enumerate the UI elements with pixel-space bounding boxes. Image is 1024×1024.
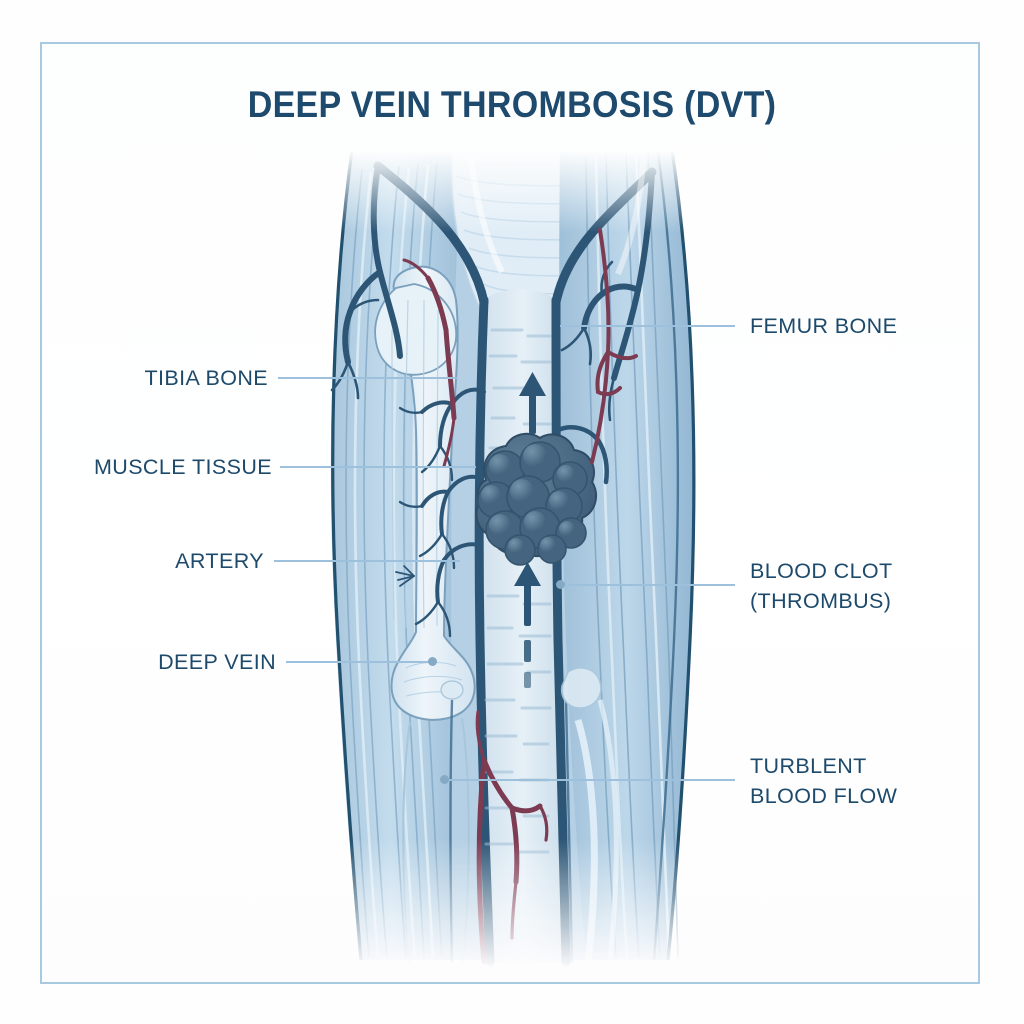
label-artery: ARTERY [0,546,264,576]
leader-line-artery [274,560,460,562]
label-femur-bone: FEMUR BONE [750,311,897,341]
label-blood-clot: BLOOD CLOT (THROMBUS) [750,556,893,616]
leader-dot-blood-clot [556,580,565,589]
label-muscle-tissue: MUSCLE TISSUE [0,452,272,482]
label-artery-text: ARTERY [175,549,264,573]
label-deep-vein: DEEP VEIN [0,647,276,677]
label-turbulent-flow-text: TURBLENT [750,754,867,778]
leader-dot-turbulent-flow [440,775,449,784]
leader-line-deep-vein [286,661,432,663]
label-tibia-bone: TIBIA BONE [0,363,268,393]
label-turbulent-flow-text-line2: BLOOD FLOW [750,784,898,808]
page-title: DEEP VEIN THROMBOSIS (DVT) [247,84,777,125]
label-blood-clot-text-line2: (THROMBUS) [750,589,892,613]
label-blood-clot-text: BLOOD CLOT [750,559,893,583]
leader-line-muscle-tissue [280,466,476,468]
leader-line-tibia-bone [278,377,458,379]
leader-line-blood-clot [560,584,735,586]
leader-line-turbulent-flow [444,779,735,781]
leader-dot-deep-vein [428,657,437,666]
label-tibia-bone-text: TIBIA BONE [144,366,268,390]
label-turbulent-flow: TURBLENT BLOOD FLOW [750,751,897,811]
label-femur-bone-text: FEMUR BONE [750,314,898,338]
diagram-frame [40,42,980,984]
label-deep-vein-text: DEEP VEIN [158,650,276,674]
label-muscle-tissue-text: MUSCLE TISSUE [93,455,272,479]
leader-line-femur-bone [560,325,735,327]
